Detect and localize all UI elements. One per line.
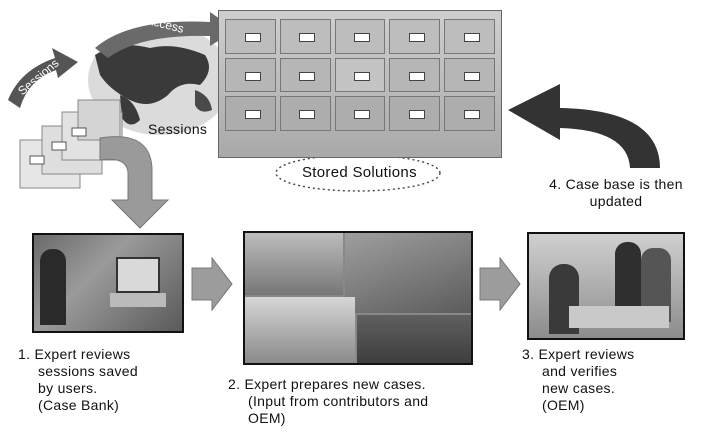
cabinet-drawer xyxy=(334,19,386,54)
sessions-arrow xyxy=(8,48,78,108)
step-4-line: updated xyxy=(589,193,643,209)
step-4-caption: 4. Case base is then updated xyxy=(516,176,716,210)
cabinet-drawer xyxy=(334,57,386,93)
cabinet-drawer xyxy=(444,57,495,93)
session-pages xyxy=(19,99,123,189)
cabinet-drawer xyxy=(225,19,276,54)
photo-collage-preparation xyxy=(243,231,473,365)
step-2-line: 2. Expert prepares new cases. xyxy=(228,376,426,392)
step-2-line: (Input from contributors and xyxy=(248,393,429,409)
step-1-caption: 1. Expert reviews sessions saved by user… xyxy=(18,346,138,414)
step-1-line: 1. Expert reviews xyxy=(18,346,131,362)
sessions-label: Sessions xyxy=(148,121,208,137)
cabinet-drawer xyxy=(279,57,331,93)
photo-team-meeting xyxy=(527,232,685,340)
arrow-1-to-2 xyxy=(191,256,233,312)
cabinet-drawer xyxy=(389,96,441,131)
cabinet-drawer xyxy=(225,96,276,131)
step-2-line: OEM) xyxy=(248,410,286,426)
cabinet-drawer xyxy=(225,57,276,93)
stored-solutions-label: Stored Solutions xyxy=(302,164,417,181)
step-2-caption: 2. Expert prepares new cases. (Input fro… xyxy=(228,376,428,427)
cabinet-drawer xyxy=(279,96,331,131)
file-cabinet xyxy=(218,10,502,158)
step-3-line: 3. Expert reviews xyxy=(522,346,635,362)
return-arrow xyxy=(508,84,660,168)
arrow-2-to-3 xyxy=(479,256,521,312)
step-1-line: by users. xyxy=(38,380,98,396)
user-access-arrow xyxy=(95,12,236,58)
world-globe xyxy=(88,25,232,135)
cabinet-drawer xyxy=(389,57,441,93)
cabinet-drawer xyxy=(279,19,331,54)
step-1-line: sessions saved xyxy=(38,363,138,379)
step-3-line: and verifies xyxy=(542,363,618,379)
cabinet-drawer xyxy=(334,96,386,131)
cabinet-drawer xyxy=(444,96,495,131)
step-4-line: 4. Case base is then xyxy=(549,176,683,192)
step-3-line: (OEM) xyxy=(542,397,585,413)
cabinet-drawer xyxy=(389,19,441,54)
step-3-caption: 3. Expert reviews and verifies new cases… xyxy=(522,346,634,414)
step-1-line: (Case Bank) xyxy=(38,397,120,413)
down-arrow xyxy=(99,136,170,229)
step-3-line: new cases. xyxy=(542,380,616,396)
cabinet-drawer xyxy=(444,19,495,54)
photo-expert-at-computer xyxy=(32,233,184,333)
